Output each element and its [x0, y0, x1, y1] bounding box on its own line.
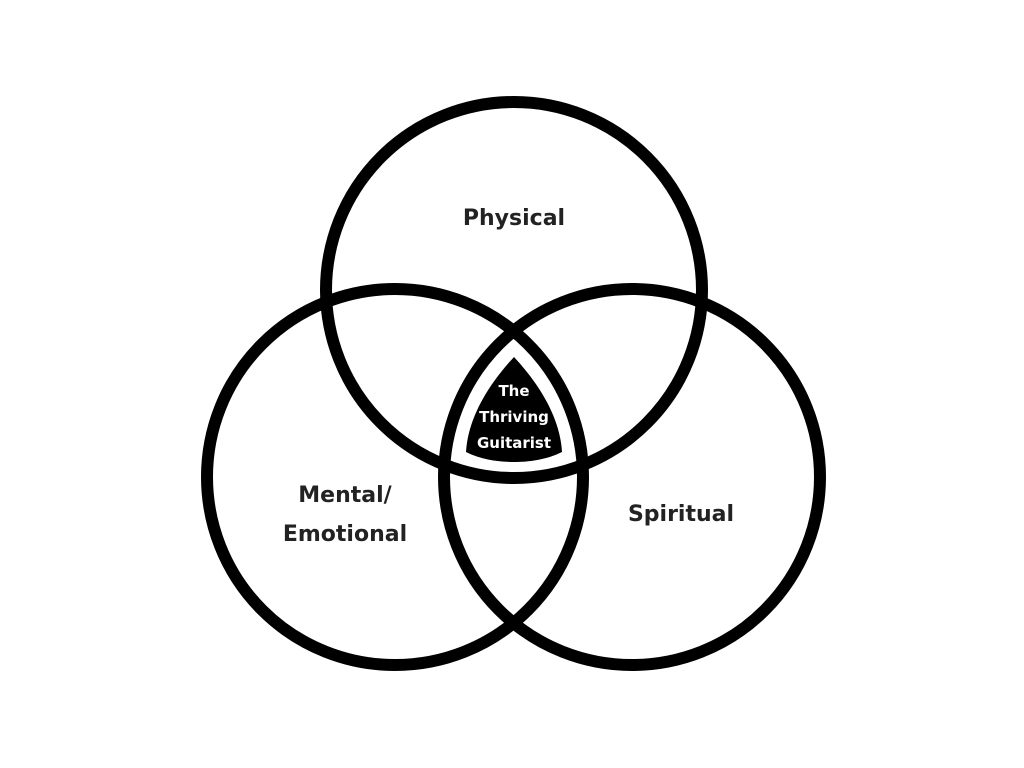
center-region: [466, 357, 562, 462]
label-mental-line1: Mental/: [298, 483, 392, 508]
label-spiritual: Spiritual: [628, 502, 734, 527]
circle-spiritual: [438, 283, 826, 671]
center-label-line2: Thriving: [479, 408, 549, 426]
circle-physical: [320, 96, 708, 484]
label-physical: Physical: [463, 206, 565, 231]
label-mental-line2: Emotional: [283, 522, 407, 547]
center-label-line1: The: [498, 382, 529, 400]
circle-mental-emotional: [201, 283, 589, 671]
center-label-line3: Guitarist: [477, 434, 551, 452]
